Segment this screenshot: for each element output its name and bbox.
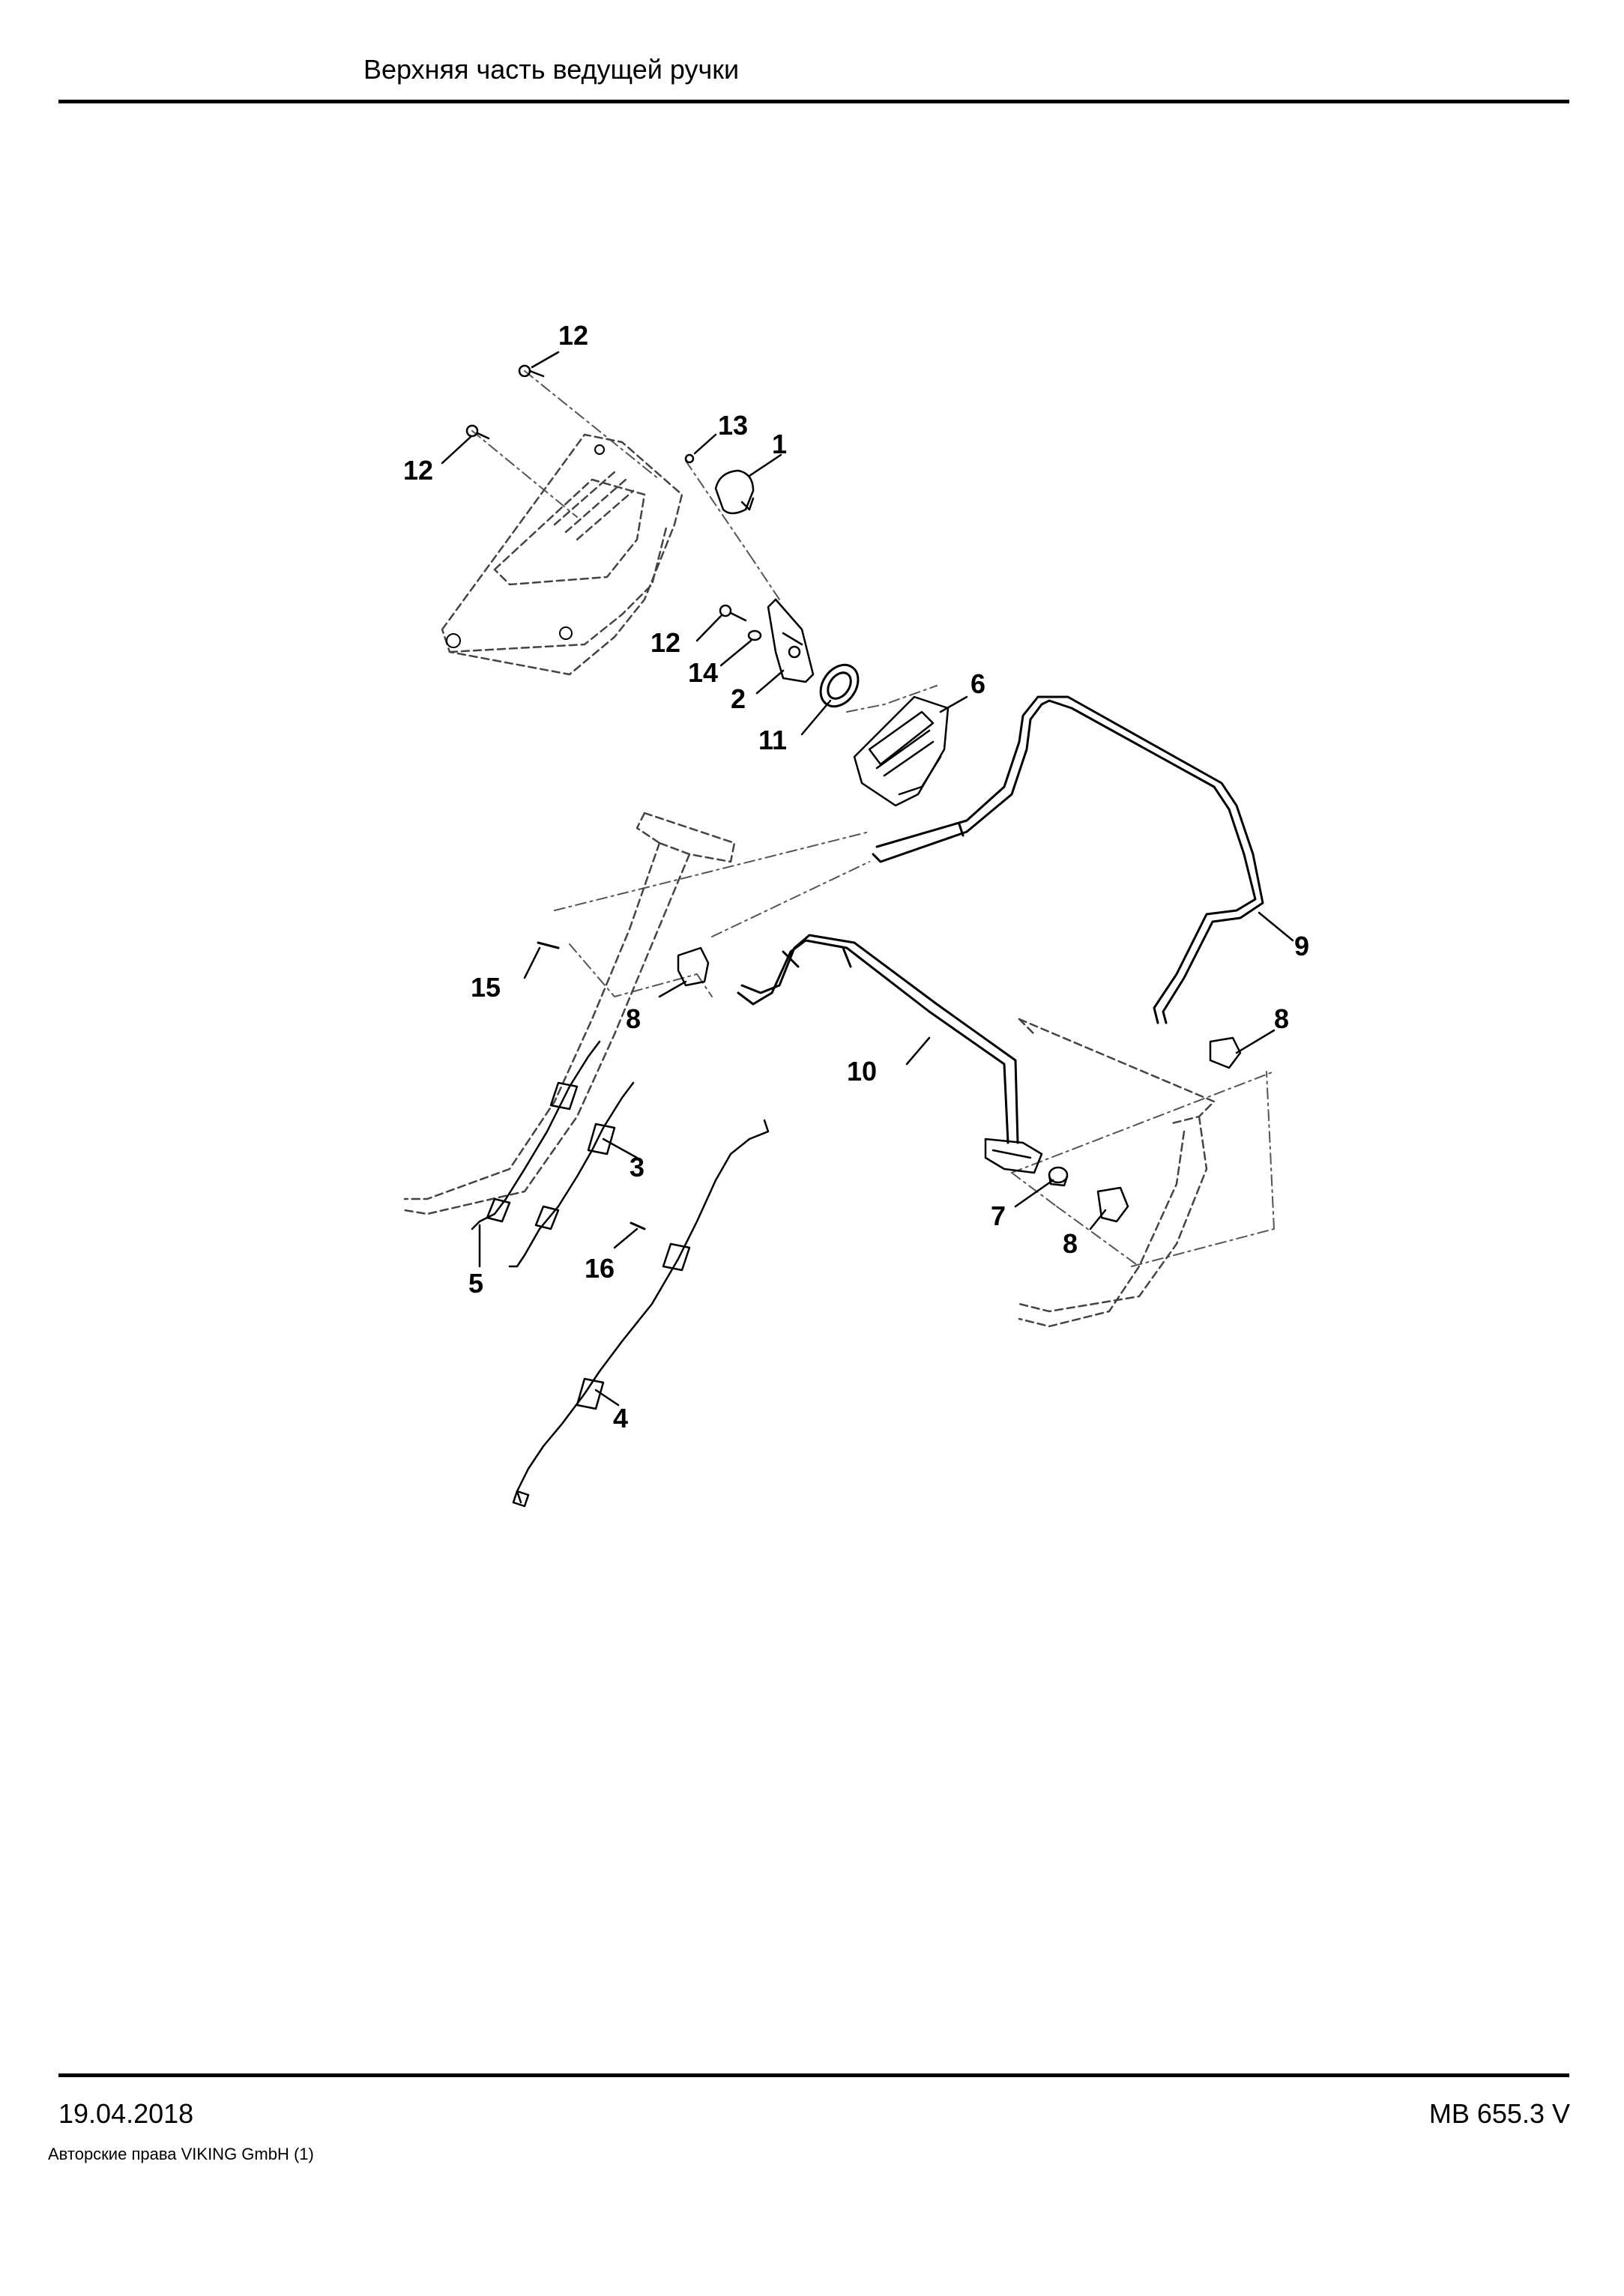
cable-part-5 xyxy=(471,1040,601,1230)
callout-6: 6 xyxy=(971,668,985,699)
screw-part-12 xyxy=(465,364,747,622)
callout-15: 15 xyxy=(471,972,501,1003)
lever-plate-part-2 xyxy=(767,598,815,683)
footer-divider xyxy=(58,2073,1569,2077)
callout-8-left: 8 xyxy=(626,1003,641,1034)
callout-12-mid: 12 xyxy=(650,627,680,658)
callout-8-bottom: 8 xyxy=(1063,1228,1078,1259)
handle-panel-fixings xyxy=(446,444,605,648)
screw-part-13 xyxy=(684,453,695,464)
grip-part-10-end xyxy=(984,1138,1043,1174)
callout-8-right: 8 xyxy=(1274,1003,1289,1034)
callout-12-top: 12 xyxy=(558,320,588,351)
callout-1: 1 xyxy=(772,429,787,459)
footer-model: MB 655.3 V xyxy=(1428,2098,1570,2129)
callout-2: 2 xyxy=(731,683,746,714)
footer-date: 19.04.2018 xyxy=(58,2098,194,2129)
callout-14: 14 xyxy=(688,657,718,688)
assembly-guide-lines xyxy=(471,370,1275,1267)
handle-panel xyxy=(441,433,683,676)
callout-leaders xyxy=(441,351,1294,1407)
left-handle-tube xyxy=(403,812,736,1215)
page-title: Верхняя часть ведущей ручки xyxy=(363,54,740,85)
callout-13: 13 xyxy=(718,410,748,441)
callout-10: 10 xyxy=(847,1056,877,1087)
callout-9: 9 xyxy=(1294,931,1309,961)
bushing-part-7 xyxy=(1048,1166,1069,1187)
washer-part-14 xyxy=(747,629,762,641)
pin-part-16 xyxy=(630,1221,646,1230)
callout-5: 5 xyxy=(468,1268,483,1299)
callout-12-left: 12 xyxy=(403,455,433,486)
callout-11: 11 xyxy=(758,725,787,755)
knob-part-1 xyxy=(714,469,755,515)
cable-part-3 xyxy=(508,1081,635,1268)
cable-part-4 xyxy=(512,1119,770,1508)
pin-part-15 xyxy=(537,941,560,949)
callout-3: 3 xyxy=(630,1152,645,1182)
right-handle-tube xyxy=(1018,1018,1216,1328)
callout-16: 16 xyxy=(585,1253,615,1284)
footer-copyright: Авторские права VIKING GmbH (1) xyxy=(48,2145,314,2163)
callout-7: 7 xyxy=(991,1200,1006,1231)
callout-4: 4 xyxy=(613,1403,628,1434)
clip-part-8 xyxy=(677,946,1242,1223)
control-housing-part-6 xyxy=(853,695,950,807)
ring-part-11 xyxy=(819,663,860,708)
bar-part-10 xyxy=(737,934,1019,1144)
header-divider xyxy=(58,100,1569,103)
bail-bar-part-9 xyxy=(872,695,1264,1024)
